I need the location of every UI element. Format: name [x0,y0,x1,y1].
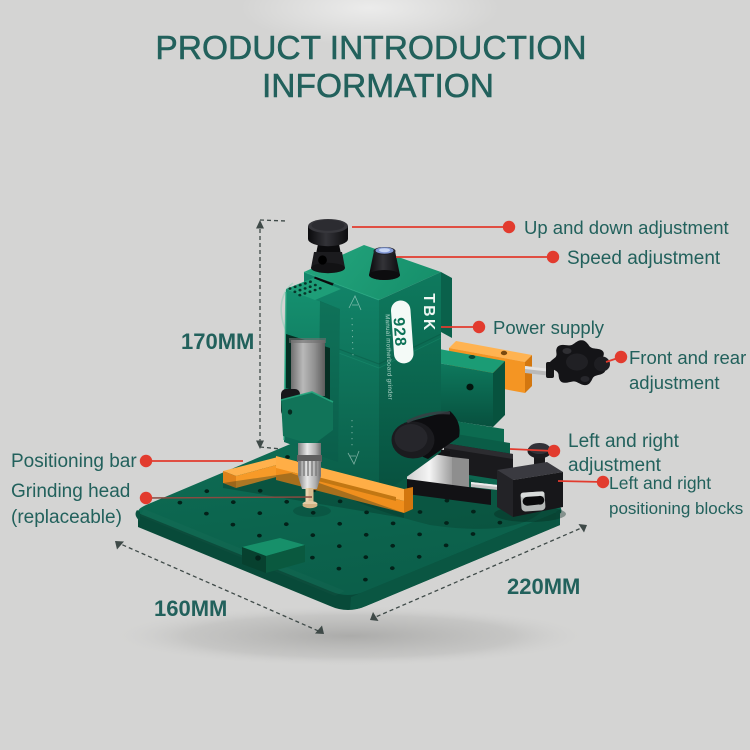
svg-text:PRODUCT INTRODUCTION: PRODUCT INTRODUCTION [155,30,586,67]
svg-text:(replaceable): (replaceable) [11,507,122,528]
svg-text:220MM: 220MM [507,574,580,599]
svg-text:Power supply: Power supply [493,317,605,338]
svg-text:Speed adjustment: Speed adjustment [567,248,721,269]
svg-text:170MM: 170MM [181,329,254,354]
svg-text:Left and right: Left and right [609,473,711,493]
svg-text:adjustment: adjustment [629,372,720,393]
svg-text:160MM: 160MM [154,596,227,621]
svg-text:INFORMATION: INFORMATION [262,68,494,105]
svg-text:positioning blocks: positioning blocks [609,499,743,518]
svg-text:Grinding head: Grinding head [11,481,130,502]
svg-text:Front and rear: Front and rear [629,347,746,368]
svg-text:Up and down adjustment: Up and down adjustment [524,217,729,238]
svg-text:Manual motherboard grinder: Manual motherboard grinder [384,314,394,400]
svg-text:adjustment: adjustment [568,455,662,476]
svg-text:TBK: TBK [420,293,437,332]
svg-text:Positioning bar: Positioning bar [11,451,137,472]
svg-text:Left and right: Left and right [568,431,680,452]
svg-text:928: 928 [389,317,408,348]
